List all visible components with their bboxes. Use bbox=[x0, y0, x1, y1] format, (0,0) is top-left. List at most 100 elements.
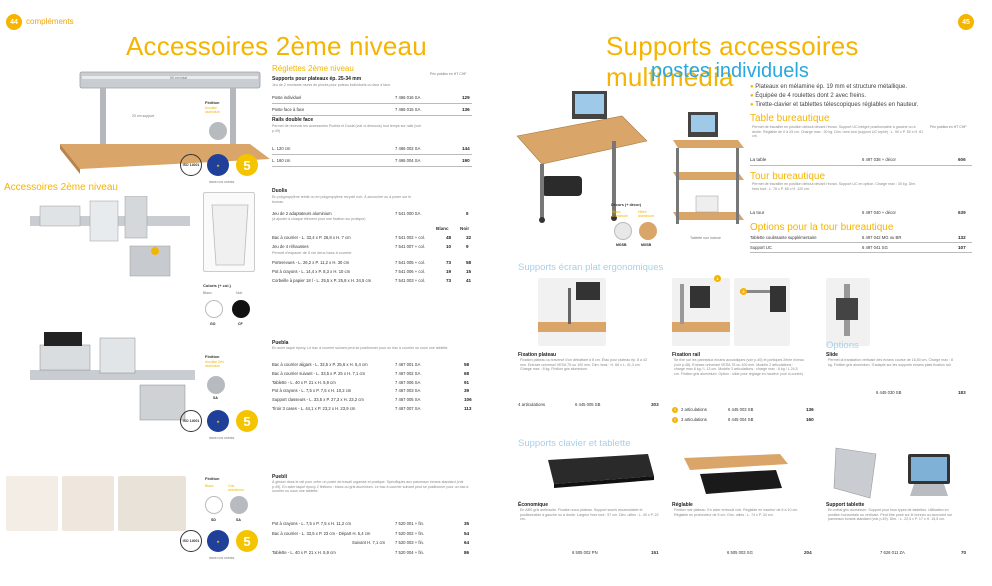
duola-colors-label: Coloris (+ col.) bbox=[203, 283, 231, 288]
divider bbox=[272, 166, 472, 167]
divider bbox=[750, 165, 972, 166]
bullet-icon: ● bbox=[750, 84, 756, 90]
puebla-desc: En acier laqué époxy. Le bac à courrier … bbox=[272, 346, 449, 350]
price-blanc: 73 bbox=[446, 278, 452, 283]
duola-kit-ref: 7 541 000 SA bbox=[395, 211, 421, 216]
puebli-photo-3 bbox=[118, 476, 186, 531]
puebla-photo bbox=[30, 330, 195, 440]
fp-row-label: 4 articulations bbox=[518, 402, 546, 407]
group2-desc: Permet de recevoir les accessoires Puebl… bbox=[272, 124, 422, 133]
puebli-eu-icon: ★ bbox=[207, 530, 229, 552]
duola-photo bbox=[30, 195, 190, 286]
table-row-price: 107 bbox=[958, 245, 966, 250]
slide-price: 183 bbox=[958, 390, 966, 395]
table-row-label: Tiroir 3 cases - L. 44,1 x P. 23,2 x H. … bbox=[272, 406, 356, 411]
fr-desc: Se fixe sur les panneaux écrans acoustiq… bbox=[674, 358, 804, 376]
duola-kit-price: 8 bbox=[466, 211, 469, 216]
reg-price: 204 bbox=[804, 550, 812, 555]
table-row-price: 144 bbox=[462, 146, 470, 151]
tab-price: 70 bbox=[961, 550, 967, 555]
table-row-price: 113 bbox=[464, 406, 472, 411]
feature-item: ● Tirette-clavier et tablettes télescopi… bbox=[750, 101, 918, 110]
tower-price: 639 bbox=[958, 210, 966, 215]
decor-d2: Hêtre aluminium bbox=[638, 210, 654, 218]
group1-title: Supports pour plateaux ép. 25-34 mm bbox=[272, 76, 362, 82]
color-blanc: Blanc bbox=[203, 291, 212, 295]
table-row-price: 64 bbox=[464, 540, 470, 545]
price-noir: 9 bbox=[466, 244, 469, 249]
swatch-blanc bbox=[205, 300, 223, 318]
puebla-five-badge: 5 bbox=[236, 410, 258, 432]
table-row-ref: 7 467 003 SA bbox=[395, 388, 421, 394]
table-row-price: 160 bbox=[806, 417, 814, 422]
table-row-label: Bac à courrier aligant - L. 33,5 x P. 25… bbox=[272, 362, 368, 367]
tower-desc: Permet de travailler en position debout … bbox=[752, 182, 917, 191]
table-row-label: Poste individuel bbox=[272, 95, 302, 100]
finish-swatch-alu bbox=[209, 122, 227, 140]
puebli-title: Puebli bbox=[272, 474, 288, 480]
rail-photo bbox=[60, 64, 270, 174]
waste-basket-photo bbox=[203, 192, 255, 272]
puebli-code-1: SD bbox=[211, 518, 216, 522]
fixation-plateau-photo bbox=[538, 278, 606, 346]
table-row-label: Pot à crayons - L. 14,4 x P. 8,3 x H. 10… bbox=[272, 269, 351, 274]
table-row-ref: 7 520 004 + fin. bbox=[395, 550, 424, 555]
group1-desc: Jeu de 2 montants munis de pinces pour p… bbox=[272, 83, 392, 87]
bullet-icon: ● bbox=[750, 102, 756, 108]
table-row-label: Tablette - L. 40 x P. 21 x H. 5,9 cm bbox=[272, 550, 336, 555]
feature-text: Tirette-clavier et tablettes télescopiqu… bbox=[755, 102, 919, 108]
fp-desc: Fixation plateau ou traversé d'un débatt… bbox=[520, 358, 648, 371]
puebli-five-badge: 5 bbox=[236, 530, 258, 552]
price-blanc: 48 bbox=[446, 235, 452, 240]
color-code-cf: CF bbox=[238, 322, 243, 326]
table-price: 606 bbox=[958, 157, 966, 162]
group2-title: Rails double face bbox=[272, 117, 314, 123]
puebla-finish-label: Finition bbox=[205, 354, 220, 359]
public-price-note: Prix publics en HT CHF bbox=[430, 72, 467, 76]
price-blanc: 10 bbox=[446, 244, 452, 249]
table-row-label: Support classeurs - L. 33,5 x P. 27,3 x … bbox=[272, 397, 364, 403]
table-row-ref: 6 497 041 SG bbox=[862, 245, 888, 250]
tab-ref: 7 626 011 ZA bbox=[880, 550, 905, 555]
puebli-code-2: SA bbox=[236, 518, 241, 522]
table-row-ref: 7 467 002 SA bbox=[395, 370, 421, 376]
table-row-label: Corbeille à papier 18 l - L. 25,5 x P. 2… bbox=[272, 278, 372, 283]
page-number-right: 45 bbox=[958, 14, 974, 30]
table-row-ref: 7 541 005 + col. bbox=[395, 260, 425, 265]
table-row-ref: 7 466 002 SA bbox=[395, 146, 421, 151]
rails-finish-sub: Anodisé aluminium bbox=[205, 106, 221, 114]
feature-item: ● Plateaux en mélamine ép. 19 mm et stru… bbox=[750, 83, 918, 92]
divider bbox=[272, 103, 472, 104]
badge-2-icon: 2 bbox=[740, 288, 747, 295]
table-row-label: Pot à crayons - L. 7,5 x P. 7,5 x H. 10,… bbox=[272, 388, 352, 394]
duola-title: Duolis bbox=[272, 188, 288, 194]
workstation-table-photo bbox=[512, 86, 652, 228]
table-row-ref: 7 541 007 + col. bbox=[395, 244, 425, 249]
table-row-price: 132 bbox=[958, 235, 966, 240]
puebli-photo-1 bbox=[6, 476, 58, 531]
divider bbox=[272, 154, 472, 155]
slide-desc: Permet la translation verticale des écra… bbox=[828, 358, 954, 367]
table-row-price: 190 bbox=[462, 158, 470, 163]
table-row-price: 39 bbox=[464, 388, 470, 394]
right-page-subtitle: postes individuels bbox=[651, 60, 809, 82]
table-row-ref: 7 466 016 SA bbox=[395, 95, 421, 100]
table-row-label: Bac à courrier suivant - L. 33,5 x P. 25… bbox=[272, 370, 366, 376]
tower-photo bbox=[668, 112, 746, 232]
tab-desc: En métal gris aluminium. Support pour to… bbox=[828, 508, 953, 521]
tower-caption: Tablette non incluse bbox=[690, 236, 721, 240]
iso-badge: ISO 14001 bbox=[180, 154, 202, 176]
table-row-price: 136 bbox=[462, 107, 470, 112]
decor-code-1: MGSB bbox=[616, 243, 627, 247]
left-page-title: Accessoires 2ème niveau bbox=[126, 31, 427, 61]
table-row-label: Poste face à face bbox=[272, 107, 305, 112]
decor-d1: Blanc aluminium bbox=[612, 210, 628, 218]
slide-photo bbox=[826, 278, 870, 346]
slide-ref: 6 445 030 SB bbox=[876, 390, 902, 395]
table-ref: 6 497 038 + décor bbox=[862, 157, 896, 162]
table-row-price: 91 bbox=[464, 379, 470, 385]
tower-section: Tour bureautique bbox=[750, 171, 826, 182]
tower-label: La tour bbox=[750, 210, 765, 215]
table-row-ref: 7 520 003 + fin. bbox=[395, 540, 424, 545]
table-section: Table bureautique bbox=[750, 113, 830, 124]
